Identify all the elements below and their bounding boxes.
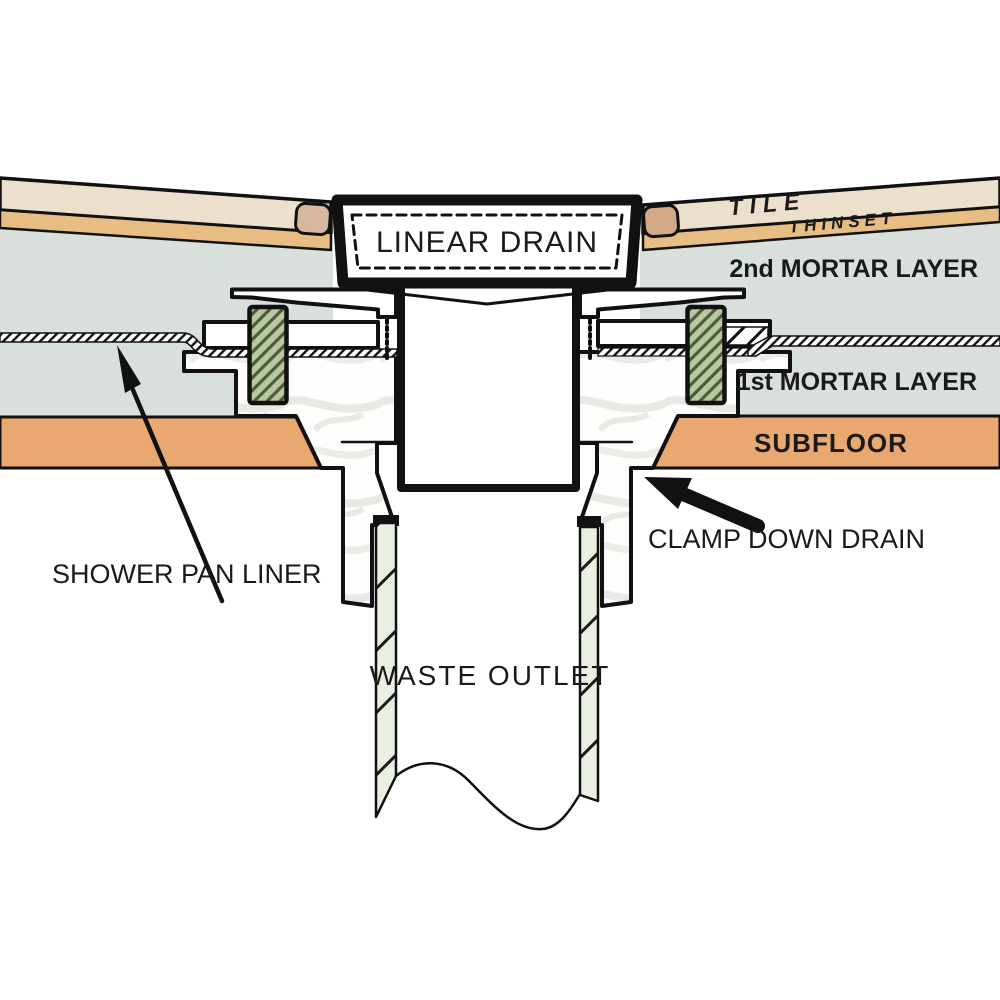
pipe-joint-cap-left [373,515,399,526]
clamp-flange-bar-left [202,320,380,350]
drain-trough-bottom-vee [339,285,635,306]
label-first-mortar-layer: 1st MORTAR LAYER [737,368,977,396]
thinset-layer-left [0,208,333,252]
linear-drain-box [331,194,643,289]
label-linear-drain: LINEAR DRAIN [376,226,598,259]
tile-bullnose-right [642,203,680,239]
linear-drain-box-dashed-inner [350,213,624,270]
tile-bullnose-left [294,201,332,237]
waste-pipe-wall-right [578,525,600,803]
threaded-joint-stitch-lines [385,318,592,364]
label-second-mortar-layer: 2nd MORTAR LAYER [729,255,978,283]
clamp-down-drain-arrow-shaft [676,487,765,533]
thinset-layer-right [641,205,1000,252]
shower-pan-liner-arrowhead-icon [117,345,141,393]
label-clamp-down-drain: CLAMP DOWN DRAIN [648,524,925,554]
clamp-bolt-right [685,304,727,406]
clamp-down-drain-arrowhead-icon [644,477,692,509]
pipe-break-wave-line [394,762,582,831]
clamp-bolt-left [247,304,289,406]
drain-channel [397,280,580,492]
shower-pan-liner-arrow-shaft [130,387,225,604]
shower-pan-liner-right [747,335,1000,357]
pipe-joint-cap-right [577,516,601,527]
label-shower-pan-liner: SHOWER PAN LINER [52,559,322,589]
label-waste-outlet: WASTE OUTLET [370,660,611,691]
clamp-ring-top-left [230,287,398,319]
label-subfloor: SUBFLOOR [754,428,908,458]
